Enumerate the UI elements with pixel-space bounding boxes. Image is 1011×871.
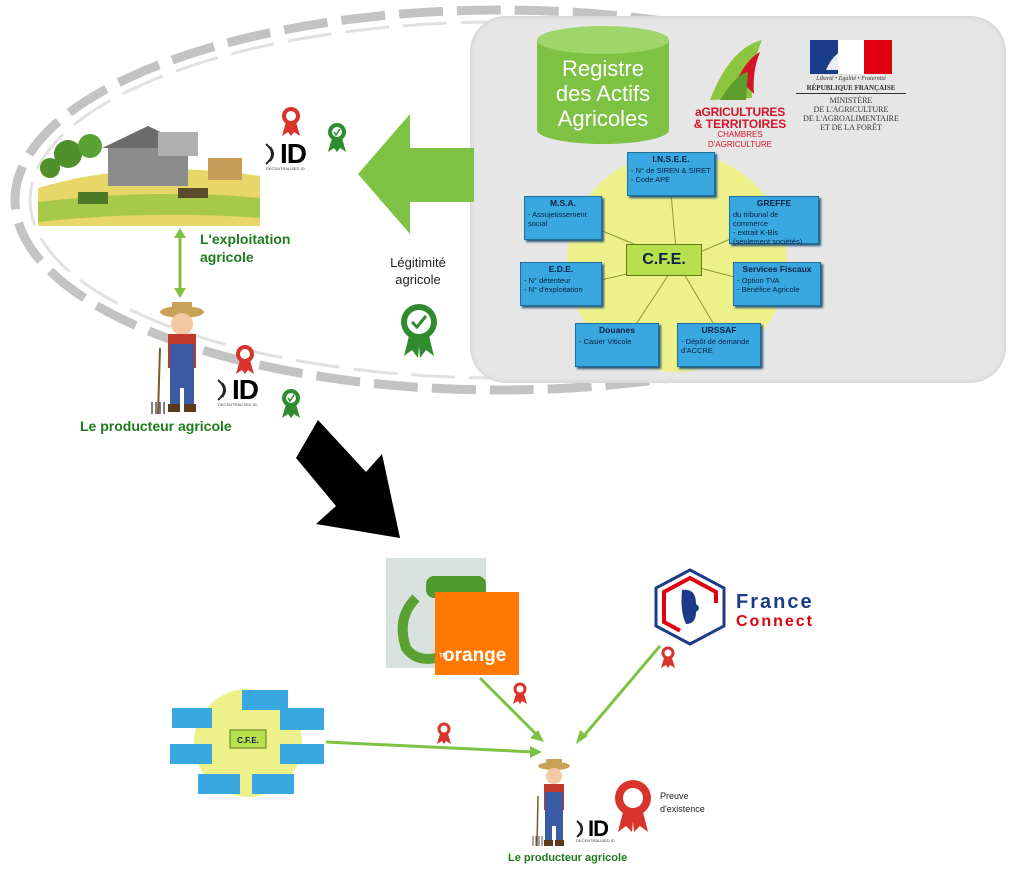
cfe-services-fiscaux-box: Services Fiscaux - Option TVA - Bénéfice… <box>733 262 821 306</box>
logo-ministere: Liberté • Égalité • Fraternité RÉPUBLIQU… <box>796 40 906 140</box>
rosette-red-icon <box>236 345 254 374</box>
cfe-urssaf-box: URSSAF - Dépôt de demande d'ACCRE <box>677 323 761 367</box>
did-fingerprint-icon <box>576 820 583 838</box>
rosette-red-icon <box>282 107 300 136</box>
cfe-insee-box: I.N.S.E.E. - N° de SIREN & SIRET - Code … <box>627 152 715 196</box>
farm-illustration <box>38 126 260 226</box>
connector-arrows <box>325 645 662 758</box>
verified-rosette-icon <box>401 304 437 358</box>
cfe-center: C.F.E. <box>626 244 702 276</box>
preuve-existence-label: Preuve d'existence <box>660 791 705 814</box>
did-logo-producteur-top: ID <box>214 374 259 406</box>
cfe-douanes-box: Douanes - Casier Viticole <box>575 323 659 367</box>
marianne-flag-icon <box>810 40 892 74</box>
exploitation-label: L'exploitation agricole <box>200 231 291 265</box>
registre-cylinder <box>537 26 669 144</box>
legitimite-label: Légitimité agricole <box>390 255 446 287</box>
cfe-greffe-box: GREFFE du tribunal de commerce - extrait… <box>729 196 819 246</box>
france-connect-logo-icon <box>654 568 726 646</box>
registre-title: Registre des Actifs Agricoles <box>555 56 651 131</box>
rosette-red-icon <box>661 646 675 668</box>
did-sub-producteur-bottom: DECENTRALISED ID <box>576 838 615 843</box>
did-sub-producteur-top: DECENTRALISED ID <box>218 402 257 407</box>
did-sub-farm: DECENTRALISED ID <box>266 166 305 171</box>
chambres-a-icon <box>710 40 762 100</box>
did-logo-producteur-bottom: ID <box>574 816 609 842</box>
did-logo-farm: ID <box>262 138 307 170</box>
double-arrow-vertical <box>174 228 186 298</box>
cfe-diagram-small: C.F.E. <box>170 689 324 797</box>
farmer-top-illustration <box>151 302 204 415</box>
rosette-green-icon <box>282 389 300 418</box>
preuve-rosette-icon <box>615 780 651 832</box>
france-connect-text: France Connect <box>736 591 814 630</box>
cfe-ede-box: E.D.E. - N° détenteur - N° d'exploitatio… <box>520 262 602 306</box>
did-fingerprint-icon <box>265 143 274 165</box>
producteur-top-label: Le producteur agricole <box>80 418 232 434</box>
did-fingerprint-icon <box>217 379 226 401</box>
farmer-bottom-illustration <box>532 759 570 847</box>
logo-chambres-agriculture: aGRICULTURES & TERRITOIRES CHAMBRES D'AG… <box>690 38 790 149</box>
rosette-green-icon <box>328 123 346 152</box>
cfe-small-center: C.F.E. <box>237 736 259 745</box>
green-arrow-left <box>358 114 474 234</box>
producteur-bottom-label: Le producteur agricole <box>508 852 628 864</box>
black-arrow-down-right <box>296 420 400 538</box>
rosette-red-icon <box>437 722 451 744</box>
rosette-red-icon <box>513 682 527 704</box>
cfe-msa-box: M.S.A. - Assujetissement social <box>524 196 602 240</box>
